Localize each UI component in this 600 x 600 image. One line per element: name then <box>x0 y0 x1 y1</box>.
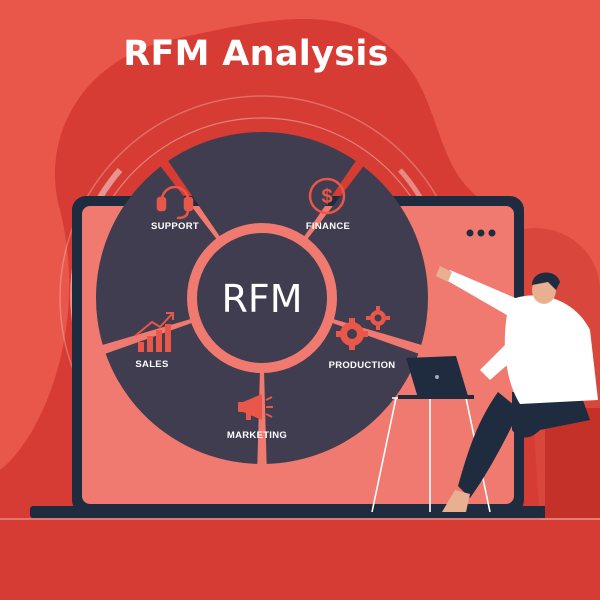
rfm-wheel <box>96 132 428 464</box>
headset-icon <box>156 185 194 220</box>
wheel-segment-support <box>168 132 356 239</box>
bar-chart-growth-icon <box>134 312 174 352</box>
businessman-figure <box>371 266 600 518</box>
segment-label-support: SUPPORT <box>151 221 199 232</box>
gears-icon <box>336 306 390 350</box>
page-title: RFM Analysis <box>123 34 389 74</box>
monitor-base <box>30 506 550 518</box>
segment-label-sales: SALES <box>135 359 168 370</box>
dollar-coin-icon: $ <box>308 177 346 215</box>
megaphone-icon <box>238 394 273 420</box>
segment-label-marketing: MARKETING <box>227 430 287 441</box>
segment-label-finance: FINANCE <box>306 221 350 232</box>
segment-label-production: PRODUCTION <box>329 360 396 371</box>
menu-dots-icon <box>466 229 496 237</box>
rfm-hub-label: RFM <box>221 277 302 321</box>
svg-text:$: $ <box>321 186 332 208</box>
rfm-hub <box>187 223 337 373</box>
